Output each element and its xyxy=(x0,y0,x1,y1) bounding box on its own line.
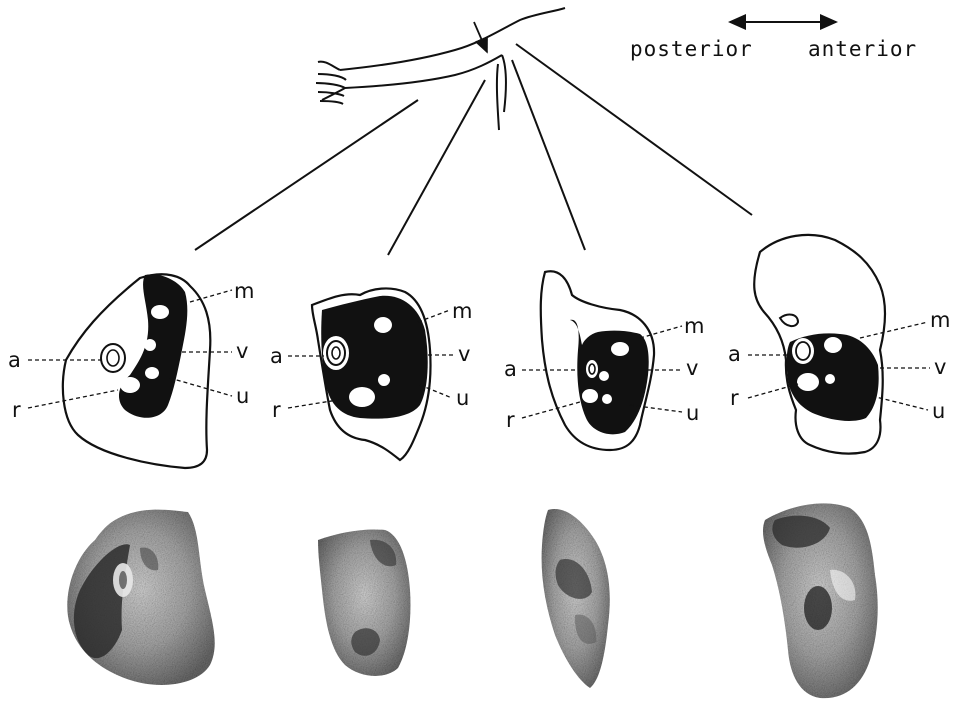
arm-sketch xyxy=(316,8,565,130)
label-m-2: m xyxy=(452,299,472,323)
label-v-3: v xyxy=(686,356,698,380)
label-u-3: u xyxy=(686,401,699,425)
label-v-1: v xyxy=(236,339,248,363)
orientation-indicator: posterior anterior xyxy=(630,22,917,61)
label-m-3: m xyxy=(684,314,704,338)
section-diagram-1 xyxy=(63,274,210,468)
label-a-1: a xyxy=(8,348,21,372)
specimen-photo-1 xyxy=(67,510,214,685)
label-m-4: m xyxy=(930,308,950,332)
label-u-2: u xyxy=(456,386,469,410)
label-r-3: r xyxy=(506,408,515,432)
specimen-photo-4 xyxy=(763,503,878,698)
label-r-4: r xyxy=(730,386,739,410)
posterior-label: posterior xyxy=(630,37,753,61)
label-u-4: u xyxy=(932,399,945,423)
label-a-4: a xyxy=(728,342,741,366)
section-diagram-4 xyxy=(754,235,885,454)
specimen-photo-2 xyxy=(318,529,411,675)
label-a-3: a xyxy=(504,357,517,381)
label-u-1: u xyxy=(236,384,249,408)
section-level-lines xyxy=(195,44,752,255)
label-r-2: r xyxy=(272,398,281,422)
label-a-2: a xyxy=(270,344,283,368)
label-r-1: r xyxy=(12,398,21,422)
section-diagram-3 xyxy=(541,271,654,450)
anterior-label: anterior xyxy=(808,37,917,61)
label-v-2: v xyxy=(458,342,470,366)
label-m-1: m xyxy=(234,279,254,303)
label-v-4: v xyxy=(934,355,946,379)
specimen-photo-3 xyxy=(542,509,610,688)
section-diagram-2 xyxy=(312,288,431,460)
